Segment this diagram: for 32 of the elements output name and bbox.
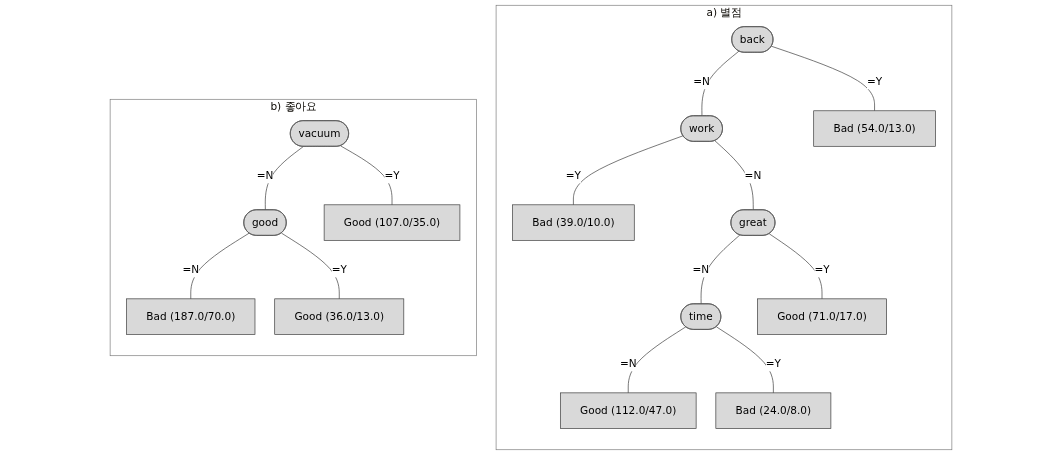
connector bbox=[768, 233, 823, 300]
connector bbox=[771, 45, 875, 112]
node-box: Bad (39.0/10.0) bbox=[512, 204, 635, 241]
connector bbox=[573, 135, 684, 206]
node-box: Good (107.0/35.0) bbox=[323, 204, 461, 241]
edge-label: =N bbox=[256, 168, 274, 182]
node-box: Bad (187.0/70.0) bbox=[126, 298, 256, 335]
node-box: Good (36.0/13.0) bbox=[274, 298, 405, 335]
connector bbox=[190, 232, 250, 300]
edge-label: =Y bbox=[331, 263, 347, 276]
node-box: Bad (54.0/13.0) bbox=[813, 110, 936, 147]
edge-label: =N bbox=[182, 263, 200, 276]
edge-label: =N bbox=[744, 168, 762, 182]
connector bbox=[627, 326, 687, 394]
edge-label: =Y bbox=[384, 168, 400, 182]
edge-label: =N bbox=[692, 263, 710, 276]
connector bbox=[714, 140, 754, 211]
node-box: Good (112.0/47.0) bbox=[560, 392, 697, 429]
connector bbox=[700, 234, 741, 305]
connector bbox=[340, 145, 393, 206]
connector bbox=[701, 50, 740, 117]
connector bbox=[264, 146, 304, 211]
edge-label: =N bbox=[619, 357, 637, 370]
edge-label: =Y bbox=[565, 168, 582, 182]
edge-label: =N bbox=[693, 74, 710, 88]
edge-label: =Y bbox=[866, 74, 883, 88]
edge-label: =Y bbox=[814, 263, 830, 276]
edge-label: =Y bbox=[765, 357, 781, 370]
connector bbox=[716, 326, 774, 394]
node-box: Bad (24.0/8.0) bbox=[715, 392, 832, 429]
node-box: Good (71.0/17.0) bbox=[757, 298, 887, 335]
connector bbox=[281, 232, 340, 300]
